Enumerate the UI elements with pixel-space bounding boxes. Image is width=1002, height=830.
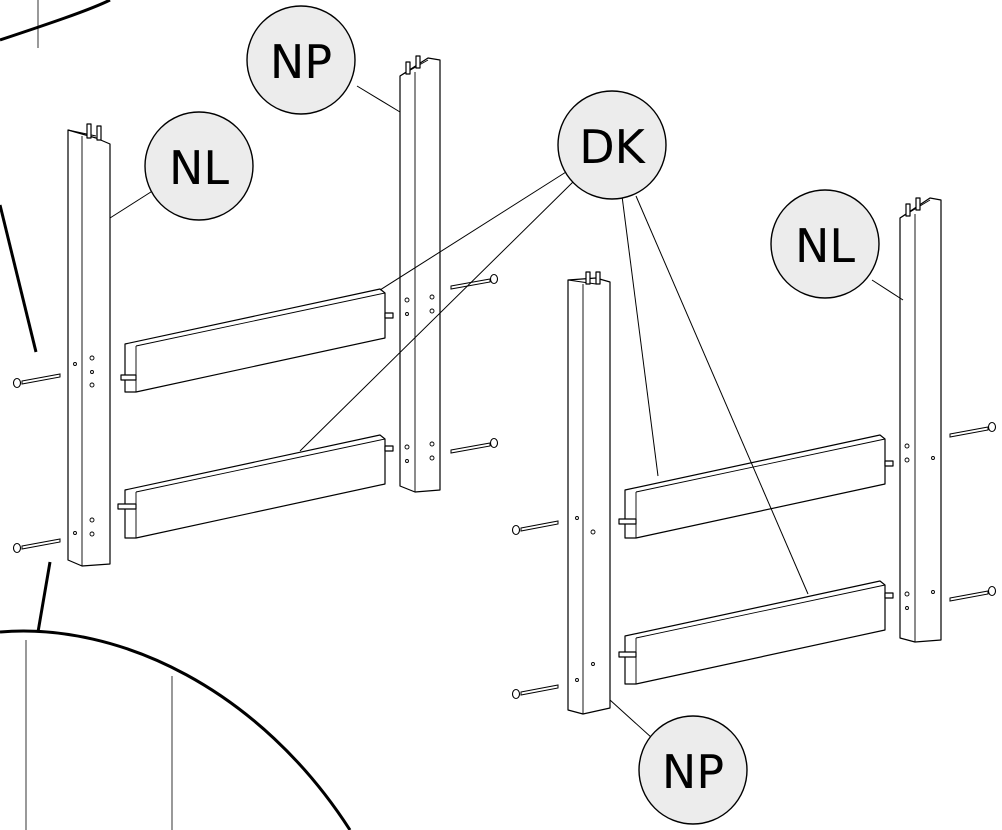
callout-nl-left-label: NL	[169, 141, 229, 195]
callout-nl-right: NL	[770, 189, 880, 299]
callout-np-top: NP	[246, 5, 356, 115]
bolt-8	[949, 585, 997, 602]
detail-circle-top	[0, 0, 111, 48]
bolt-5	[511, 520, 559, 536]
rail-dk-3	[618, 434, 894, 539]
callout-nl-left: NL	[144, 111, 254, 221]
callout-np-top-label: NP	[270, 35, 332, 89]
post-np-upper	[399, 55, 441, 493]
bolt-1	[12, 373, 61, 389]
bolt-7	[949, 421, 997, 438]
bolt-6	[511, 684, 559, 700]
callout-nl-right-label: NL	[795, 219, 855, 273]
rail-dk-1	[120, 288, 394, 393]
bolt-3	[450, 273, 499, 290]
post-nl-left	[67, 123, 111, 567]
rail-dk-4	[618, 580, 894, 685]
callout-dk: DK	[557, 90, 667, 200]
bolt-2	[12, 538, 61, 554]
callout-np-bottom: NP	[638, 715, 748, 825]
detail-circle-bottom	[0, 629, 352, 830]
post-np-lower	[567, 271, 611, 715]
callout-np-bottom-label: NP	[662, 745, 724, 799]
callout-dk-label: DK	[579, 120, 646, 174]
post-nl-right	[899, 197, 942, 643]
bolt-4	[450, 437, 499, 454]
detail-pointer-lines	[0, 204, 52, 633]
rail-dk-2	[117, 434, 394, 539]
leader-lines	[109, 85, 904, 739]
